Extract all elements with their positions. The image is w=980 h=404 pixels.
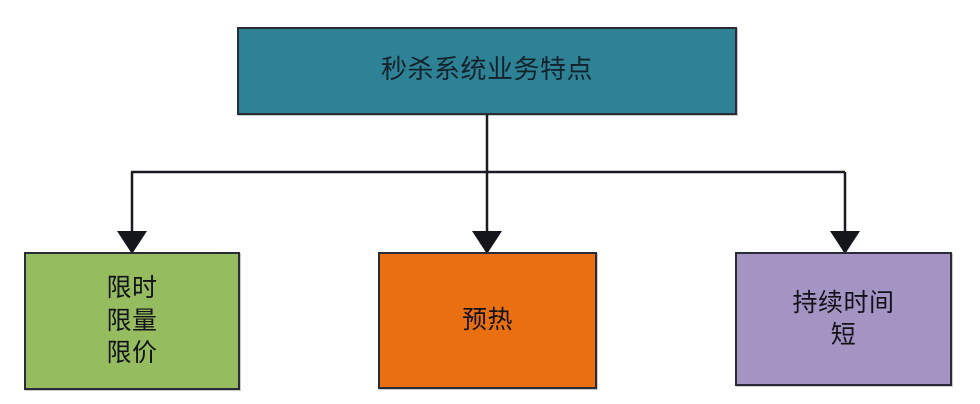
node-duration[interactable]: 持续时间 短: [735, 252, 952, 386]
node-root-label: 秒杀系统业务特点: [380, 55, 593, 86]
arrowhead-limits-icon: [117, 231, 147, 254]
node-limits[interactable]: 限时 限量 限价: [24, 252, 240, 390]
node-limits-label: 限时 限量 限价: [106, 273, 158, 368]
arrowhead-warmup-icon: [472, 231, 502, 254]
node-duration-label: 持续时间 短: [792, 287, 895, 350]
arrowhead-duration-icon: [830, 231, 860, 254]
node-warmup-label: 预热: [461, 305, 513, 335]
node-warmup[interactable]: 预热: [378, 252, 597, 389]
node-root-seckill-features[interactable]: 秒杀系统业务特点: [237, 27, 737, 115]
